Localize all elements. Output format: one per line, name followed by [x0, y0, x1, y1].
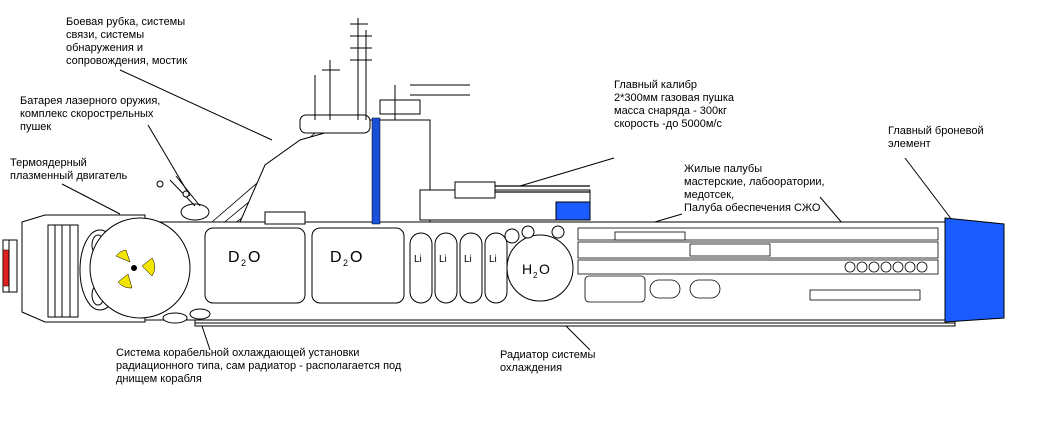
masts [314, 18, 470, 120]
h2o-o: O [539, 261, 550, 277]
pointer-armor [904, 157, 953, 221]
li-label-2: Li [439, 254, 447, 265]
laser-turret [180, 203, 210, 221]
li-capsule [484, 232, 508, 304]
laser-sensor [156, 180, 164, 188]
roller [880, 261, 892, 273]
bridge-deck [299, 114, 371, 134]
pointer-bridge [119, 69, 273, 141]
superstructure [239, 99, 591, 225]
d2o-2-o: O [350, 249, 362, 266]
laser-sensor [182, 190, 190, 198]
label-laser: Батарея лазерного оружия, комплекс скоро… [20, 95, 161, 133]
li-capsule [409, 232, 433, 304]
d2o-tank-1 [204, 227, 306, 304]
deck-room [689, 243, 771, 257]
li-capsule [459, 232, 483, 304]
roller [844, 261, 856, 273]
label-radiator: Радиатор системы охлаждения [500, 349, 596, 374]
tower-body [239, 119, 431, 223]
tower-base [264, 211, 306, 225]
workshop-capsule [649, 279, 681, 299]
reactor [89, 217, 191, 319]
label-bridge: Боевая рубка, системы связи, системы обн… [66, 16, 188, 67]
laser-battery [156, 175, 210, 221]
upper-bridge [379, 99, 421, 115]
cooling-pods [162, 308, 211, 324]
blue-mast-column [371, 117, 381, 225]
gun-ammo-block [555, 201, 591, 221]
h2o-sphere [506, 234, 574, 302]
small-tank [551, 225, 565, 239]
roller [892, 261, 904, 273]
pointer-engine [61, 183, 121, 215]
roller [916, 261, 928, 273]
li-label-4: Li [489, 254, 497, 265]
gun-barrels [495, 185, 590, 193]
d2o-1-d: D [228, 249, 240, 266]
label-decks: Жилые палубы мастерские, лабооратории, м… [684, 163, 825, 214]
radiation-sign-blade [117, 273, 133, 289]
h2o-h: H [522, 261, 532, 277]
cooling-pod [162, 312, 188, 324]
deck-room [614, 231, 686, 241]
support-deck-bar [809, 289, 921, 301]
li-capsule [434, 232, 458, 304]
li-capsules [409, 232, 508, 304]
h2o-sub: 2 [533, 271, 538, 280]
roller [904, 261, 916, 273]
workshop-tank [584, 275, 646, 303]
cooling-pod [189, 308, 211, 320]
laser-barrel [169, 179, 196, 207]
deck-rollers [844, 261, 928, 273]
pointer-main-gun [519, 157, 615, 187]
li-label-3: Li [464, 254, 472, 265]
radiation-sign-blade [115, 249, 131, 263]
gun-turret [454, 181, 496, 199]
main-armor-element [944, 217, 1005, 323]
roller [856, 261, 868, 273]
d2o-tank-2 [311, 227, 405, 304]
label-main-gun: Главный калибр 2*300мм газовая пушка мас… [614, 79, 735, 130]
d2o-2-d: D [330, 249, 342, 266]
d2o-1-sub: 2 [241, 258, 246, 268]
d2o-tanks [204, 227, 405, 304]
radiation-sign-center [131, 265, 137, 271]
d2o-1-o: O [248, 249, 260, 266]
pointer-lines [61, 69, 953, 351]
laser-barrel [175, 175, 201, 207]
radiation-sign-blade [141, 257, 156, 277]
roller [868, 261, 880, 273]
small-tank [504, 228, 520, 244]
label-armor: Главный броневой элемент [888, 125, 984, 150]
label-cooling-system: Система корабельной охлаждающей установк… [116, 347, 402, 385]
engine-coil [47, 224, 79, 318]
workshop-capsule [689, 279, 721, 299]
nozzle-red-element [2, 249, 10, 287]
d2o-2-sub: 2 [343, 258, 348, 268]
small-tank [521, 225, 535, 239]
reactor-sphere [89, 217, 191, 319]
label-engine: Термоядерный плазменный двигатель [10, 157, 128, 182]
li-label-1: Li [414, 254, 422, 265]
